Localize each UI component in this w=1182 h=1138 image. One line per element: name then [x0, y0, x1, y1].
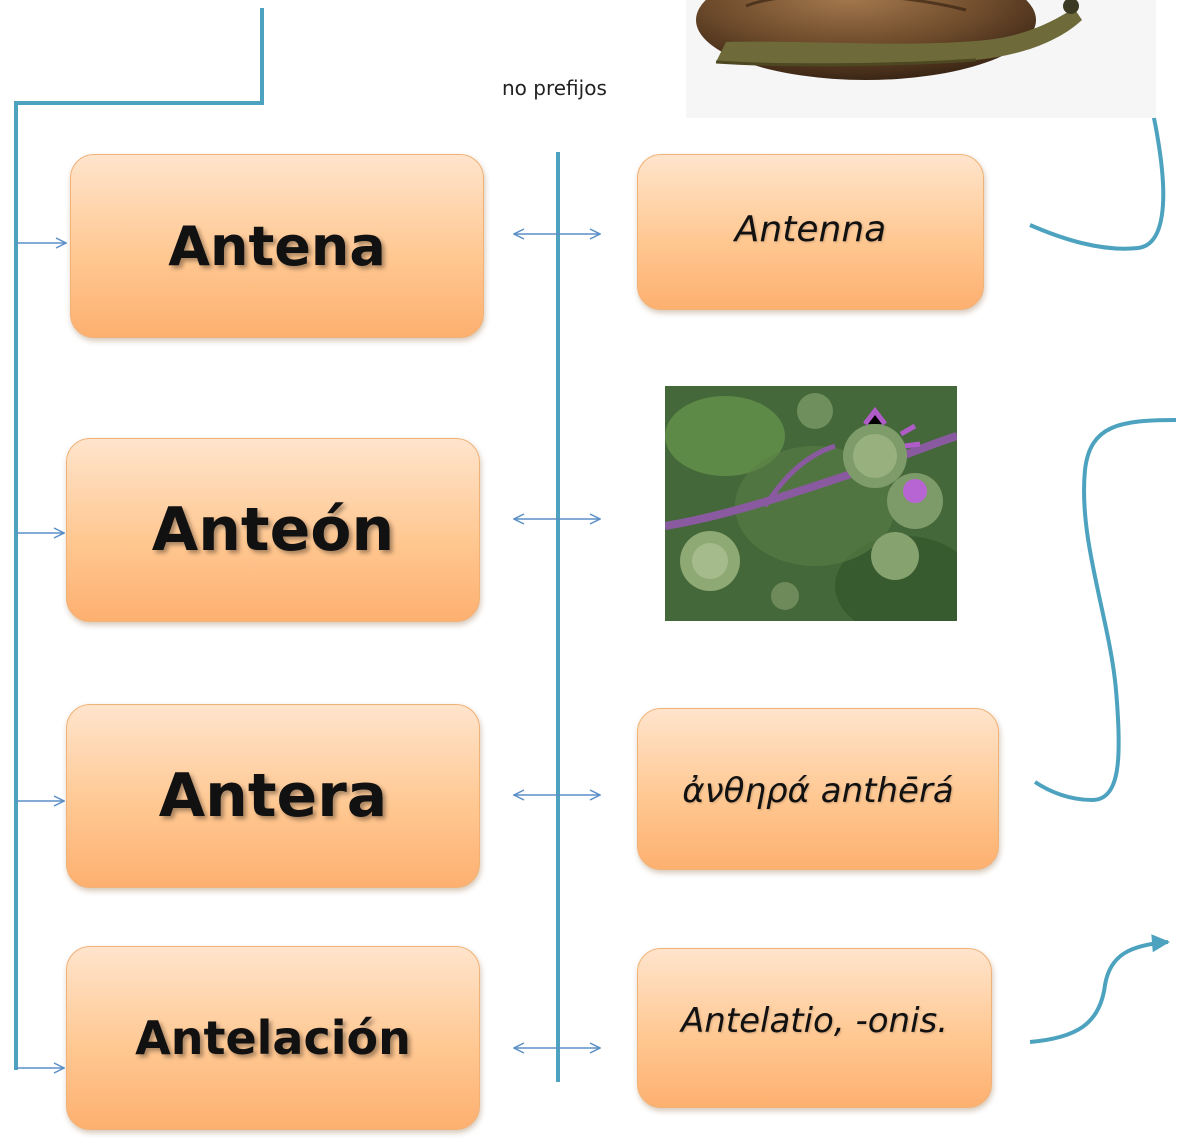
word-box-antera: Antera — [66, 704, 480, 888]
word-antera: Antera — [159, 761, 388, 831]
snail-illustration — [686, 0, 1156, 118]
word-box-antelacion: Antelación — [66, 946, 480, 1130]
etym-antenna: Antenna — [735, 209, 886, 250]
etym-antelatio: Antelatio, -onis. — [681, 1001, 948, 1041]
word-box-anteon: Anteón — [66, 438, 480, 622]
burdock-flower-image — [665, 386, 957, 621]
word-box-antena: Antena — [70, 154, 484, 338]
curve-brace-right — [1035, 420, 1176, 800]
word-antelacion: Antelación — [135, 1011, 411, 1065]
word-anteon: Anteón — [152, 495, 394, 565]
etym-box-antelatio: Antelatio, -onis. — [637, 948, 992, 1108]
etym-box-antenna: Antenna — [637, 154, 984, 310]
curve-arrow-out — [1030, 942, 1168, 1042]
etym-box-anthera: ἀνθηρά anthērá — [637, 708, 999, 870]
no-prefix-label: no prefijos — [502, 76, 607, 100]
snail-image — [686, 0, 1156, 118]
word-antena: Antena — [168, 215, 386, 278]
burdock-illustration — [665, 386, 957, 621]
etym-anthera: ἀνθηρά anthērá — [682, 771, 954, 811]
